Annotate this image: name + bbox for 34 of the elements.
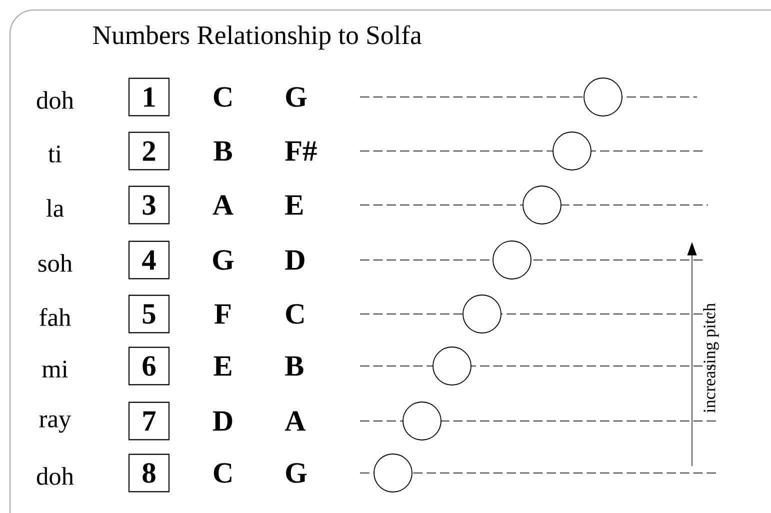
note-letter: A	[284, 411, 306, 431]
note-letter: B	[285, 356, 304, 376]
number-box: 7	[128, 402, 170, 440]
solfa-syllable: mi	[42, 360, 68, 378]
solfa-syllable: doh	[36, 91, 74, 109]
number-box: 5	[128, 294, 170, 334]
note-letter: C	[286, 304, 304, 324]
solfa-syllable: doh	[36, 467, 74, 485]
note-letter: F	[214, 304, 231, 324]
note-letter: A	[212, 195, 234, 215]
solfa-syllable: soh	[38, 254, 72, 272]
number-box: 1	[128, 78, 170, 116]
number-box: 6	[128, 346, 170, 386]
note-letter: D	[212, 411, 232, 431]
solfa-syllable: ti	[48, 145, 62, 162]
note-letter: G	[213, 250, 234, 270]
note-letter: C	[214, 87, 232, 107]
number-box: 8	[128, 454, 170, 492]
note-letter: D	[285, 250, 304, 270]
number-box: 4	[128, 240, 170, 280]
note-letter: E	[285, 195, 303, 215]
solfa-syllable: la	[46, 199, 64, 217]
solfa-syllable: ray	[39, 415, 72, 433]
note-letter: G	[286, 87, 307, 107]
title: Numbers Relationship to Solfa	[93, 25, 422, 50]
note-letter: F#	[285, 141, 317, 161]
solfa-syllable: fah	[40, 308, 71, 326]
axis-label: increasing pitch	[703, 303, 719, 413]
note-letter: G	[286, 463, 307, 483]
note-letter: B	[214, 141, 232, 161]
number-box: 3	[128, 186, 170, 224]
note-letter: C	[214, 463, 232, 483]
number-box: 2	[128, 132, 170, 170]
note-letter: E	[214, 356, 232, 376]
